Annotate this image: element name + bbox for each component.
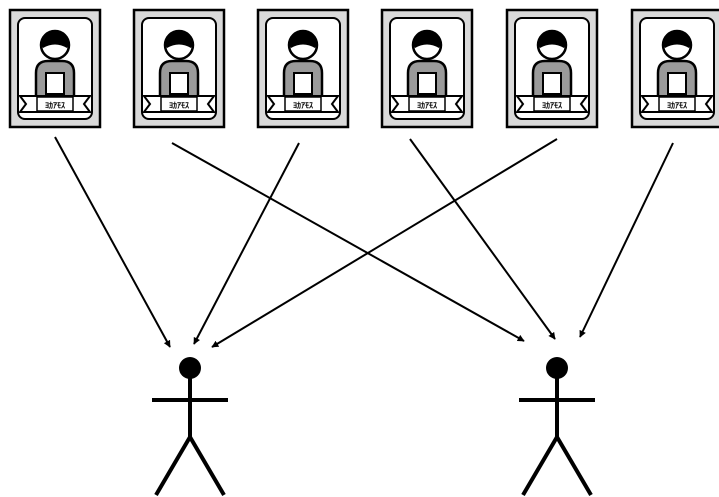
- arrow-3: [193, 142, 300, 345]
- portrait-chest: [417, 72, 437, 95]
- stick-figure-right-leg: [555, 435, 593, 497]
- arrow-2: [171, 142, 525, 342]
- portrait-ribbon-center: [658, 96, 696, 112]
- stick-figure-left-leg: [521, 435, 559, 497]
- portrait-chest: [542, 72, 562, 95]
- portrait-label: ﾖｶｱﾓｽ: [293, 101, 313, 110]
- portrait-chest: [45, 72, 65, 95]
- arrow-4: [409, 138, 556, 340]
- portrait-chest: [169, 72, 189, 95]
- stick-figure-head: [546, 357, 568, 379]
- portrait-label: ﾖｶｱﾓｽ: [169, 101, 189, 110]
- portrait-ribbon-center: [284, 96, 322, 112]
- portrait-hair: [663, 31, 691, 48]
- portrait-ribbon-center: [160, 96, 198, 112]
- portrait-chest: [293, 72, 313, 95]
- stick-figure-left-leg: [154, 435, 192, 497]
- arrows-group: [54, 136, 674, 348]
- portraits-group: ﾖｶｱﾓｽ ﾖｶｱﾓｽ ﾖｶｱﾓｽ ﾖｶｱﾓｽ ﾖｶｱﾓｽ ﾖｶｱﾓｽ: [8, 8, 719, 129]
- stick-figure-right-leg: [188, 435, 226, 497]
- portrait-ribbon-center: [36, 96, 74, 112]
- stick-figure-2: [519, 357, 595, 497]
- portrait-hair: [289, 31, 317, 48]
- stick-figure-1: [152, 357, 228, 497]
- portrait-1: ﾖｶｱﾓｽ: [8, 8, 102, 129]
- portrait-6: ﾖｶｱﾓｽ: [630, 8, 719, 129]
- arrow-1: [54, 136, 171, 348]
- portrait-3: ﾖｶｱﾓｽ: [256, 8, 350, 129]
- portrait-hair: [41, 31, 69, 48]
- portrait-label: ﾖｶｱﾓｽ: [45, 101, 65, 110]
- portrait-5: ﾖｶｱﾓｽ: [505, 8, 599, 129]
- stick-figures-group: [152, 357, 595, 497]
- portrait-4: ﾖｶｱﾓｽ: [380, 8, 474, 129]
- stick-figure-head: [179, 357, 201, 379]
- portrait-hair: [413, 31, 441, 48]
- portrait-ribbon-center: [408, 96, 446, 112]
- portrait-2: ﾖｶｱﾓｽ: [132, 8, 226, 129]
- portrait-chest: [667, 72, 687, 95]
- portrait-label: ﾖｶｱﾓｽ: [417, 101, 437, 110]
- portrait-hair: [165, 31, 193, 48]
- portrait-label: ﾖｶｱﾓｽ: [667, 101, 687, 110]
- arrow-5: [211, 138, 558, 348]
- portrait-ribbon-center: [533, 96, 571, 112]
- arrow-6: [579, 142, 674, 338]
- portrait-hair: [538, 31, 566, 48]
- portrait-label: ﾖｶｱﾓｽ: [542, 101, 562, 110]
